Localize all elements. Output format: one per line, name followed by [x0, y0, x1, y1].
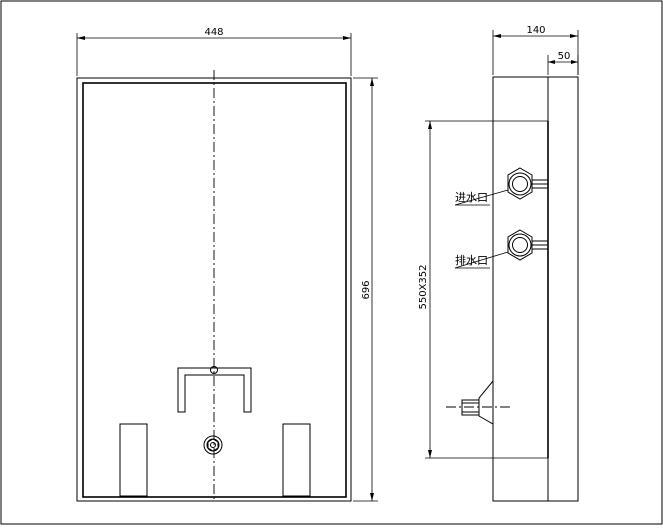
outlet-fitting — [507, 229, 548, 261]
outlet-label-group: 排水口 — [454, 251, 509, 269]
front-panel-inner — [82, 82, 347, 498]
inlet-label: 进水口 — [455, 191, 488, 204]
side-span-dimension: 550X352 — [418, 120, 548, 459]
drain-fitting — [203, 435, 223, 455]
handle-bracket — [177, 366, 252, 413]
right-leg — [282, 423, 311, 497]
front-width-label: 448 — [204, 27, 223, 38]
outlet-label: 排水口 — [455, 253, 488, 267]
side-body — [492, 76, 579, 502]
side-depth-label: 140 — [526, 25, 545, 36]
side-span-label: 550X352 — [418, 264, 429, 309]
left-leg — [119, 423, 148, 497]
front-height-dimension: 696 — [353, 77, 378, 502]
front-height-label: 696 — [361, 280, 372, 299]
inlet-fitting — [507, 167, 548, 200]
side-depth-dimension: 140 — [492, 25, 579, 75]
handle-knob — [210, 366, 218, 374]
side-offset-label: 50 — [558, 51, 571, 62]
side-drain-spout — [446, 379, 512, 425]
inlet-label-group: 进水口 — [454, 189, 509, 206]
side-view: 140 50 550X352 — [418, 25, 579, 502]
side-offset-dimension: 50 — [547, 51, 579, 75]
front-view: 448 696 — [76, 27, 378, 502]
front-width-dimension: 448 — [76, 27, 352, 76]
